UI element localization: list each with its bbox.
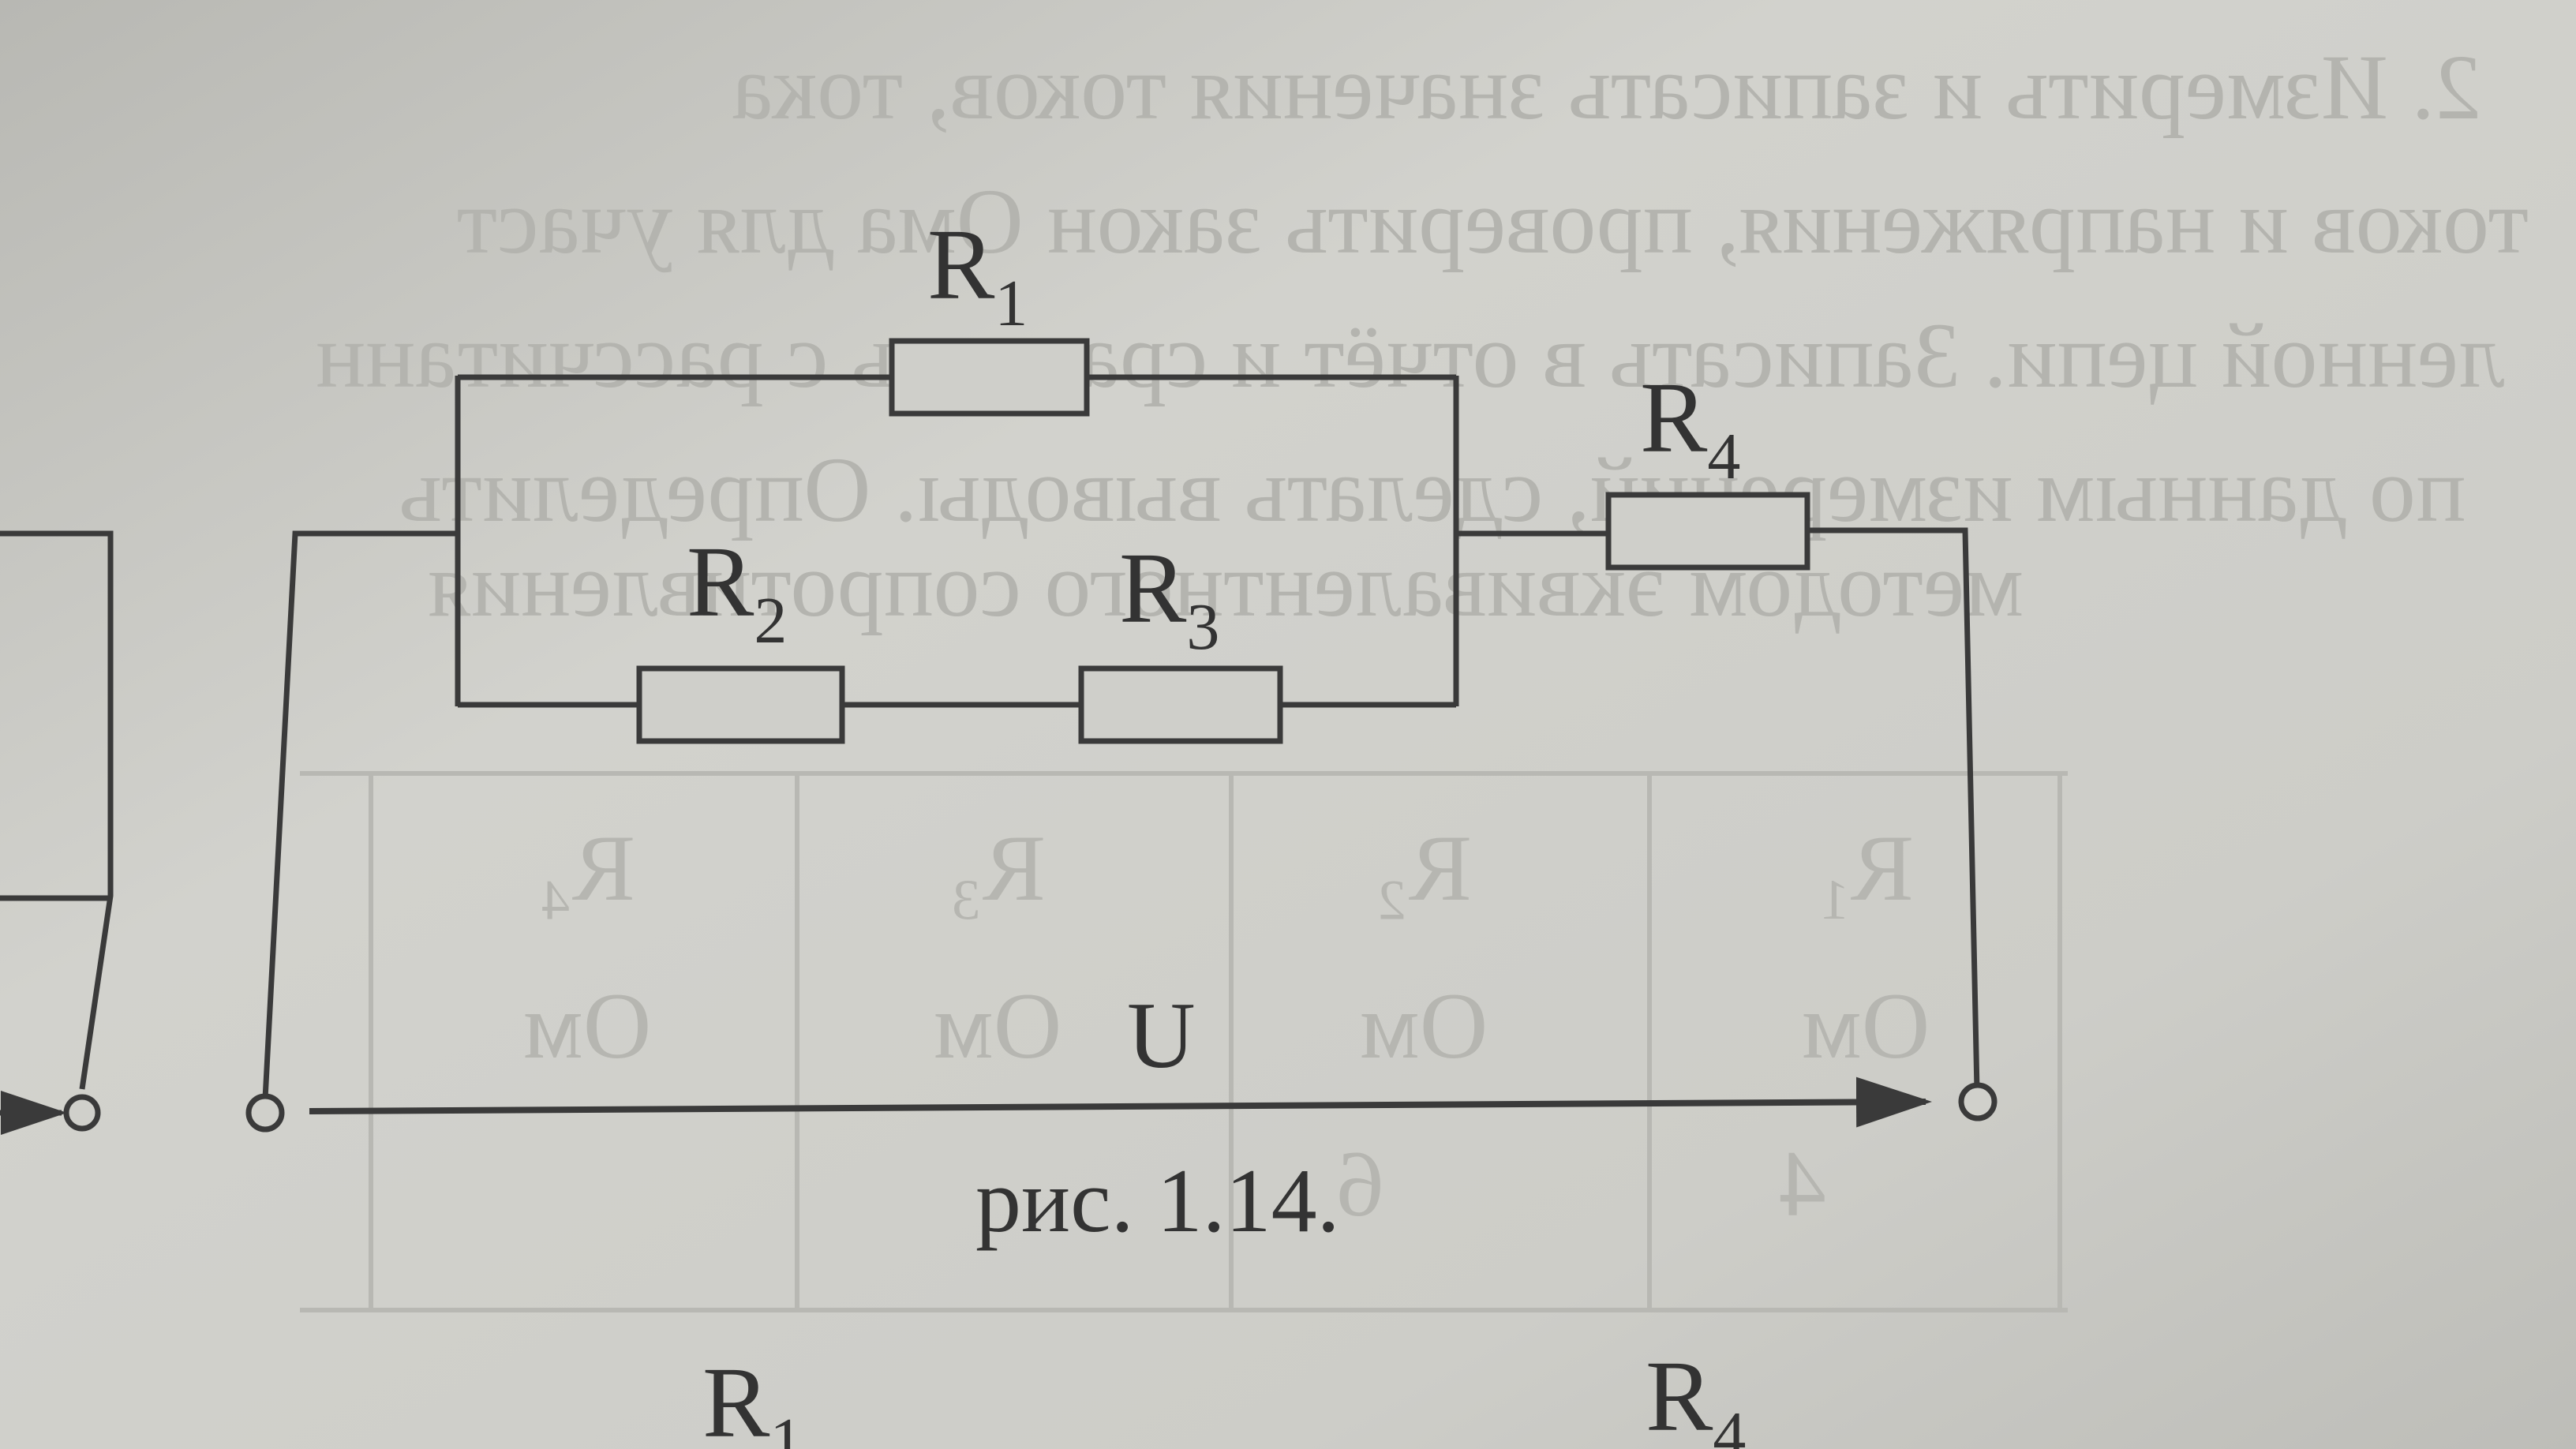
label-r3: R3 — [1119, 532, 1219, 664]
bleed-table-unit-3: Ом — [934, 973, 1062, 1078]
voltage-label: U — [1127, 983, 1196, 1088]
bleed-through-text: 2. Измерить и записать значения токов, т… — [316, 36, 2529, 636]
resistors — [636, 338, 1810, 744]
previous-figure-fragment — [0, 530, 114, 1135]
bleed-table-header-3: R₃ — [949, 815, 1046, 920]
label-r4: R4 — [1640, 361, 1740, 493]
bleed-table-value-2: 6 — [1337, 1131, 1384, 1236]
left-terminal — [245, 1093, 285, 1133]
bleed-line-4: по данным измерений, сделать выводы. Опр… — [399, 438, 2466, 541]
bleed-line-2: токов и напряжения, проверить закон Ома … — [457, 170, 2529, 273]
left-terminal-wire — [262, 530, 458, 1099]
bleed-line-1: 2. Измерить и записать значения токов, т… — [732, 36, 2481, 139]
bleed-table-header-2: R₂ — [1376, 815, 1472, 920]
label-r2: R2 — [687, 526, 787, 657]
bleed-line-3: ленной цепи. Записать в отчёт и сравнить… — [316, 304, 2505, 407]
next-label-r4: R4 — [1646, 1340, 1746, 1449]
resistor-labels: R1 R2 R3 R4 — [687, 208, 1740, 664]
bleed-through-table — [300, 771, 2068, 1312]
previous-figure-wire — [0, 530, 114, 1090]
bleed-table-unit-4: Ом — [523, 973, 652, 1078]
bleed-table-header-4: R₄ — [539, 815, 635, 920]
next-figure-labels: R1 R4 — [702, 1340, 1746, 1449]
right-terminal — [1958, 1082, 1998, 1121]
circuit-wires — [262, 374, 1980, 1099]
resistor-r1 — [889, 338, 1090, 417]
previous-figure-terminal — [63, 1094, 101, 1132]
bleed-table-value-1: 4 — [1779, 1131, 1826, 1236]
voltage-indicator: U — [245, 983, 1998, 1133]
resistor-r2 — [636, 665, 845, 744]
bleed-through-table-text: R₁ R₂ R₃ R₄ Ом Ом Ом Ом 4 6 — [523, 815, 1930, 1236]
resistor-r4 — [1605, 492, 1810, 571]
bleed-table-header-1: R₁ — [1818, 815, 1914, 920]
bleed-table-unit-2: Ом — [1360, 973, 1488, 1078]
figure-caption: рис. 1.14. — [975, 1151, 1340, 1252]
voltage-arrow — [309, 1076, 1932, 1128]
next-label-r1: R1 — [702, 1346, 803, 1449]
label-r1: R1 — [927, 208, 1028, 340]
right-terminal-wire — [1807, 527, 1980, 1091]
resistor-r3 — [1078, 665, 1283, 744]
bleed-table-unit-1: Ом — [1802, 973, 1930, 1078]
